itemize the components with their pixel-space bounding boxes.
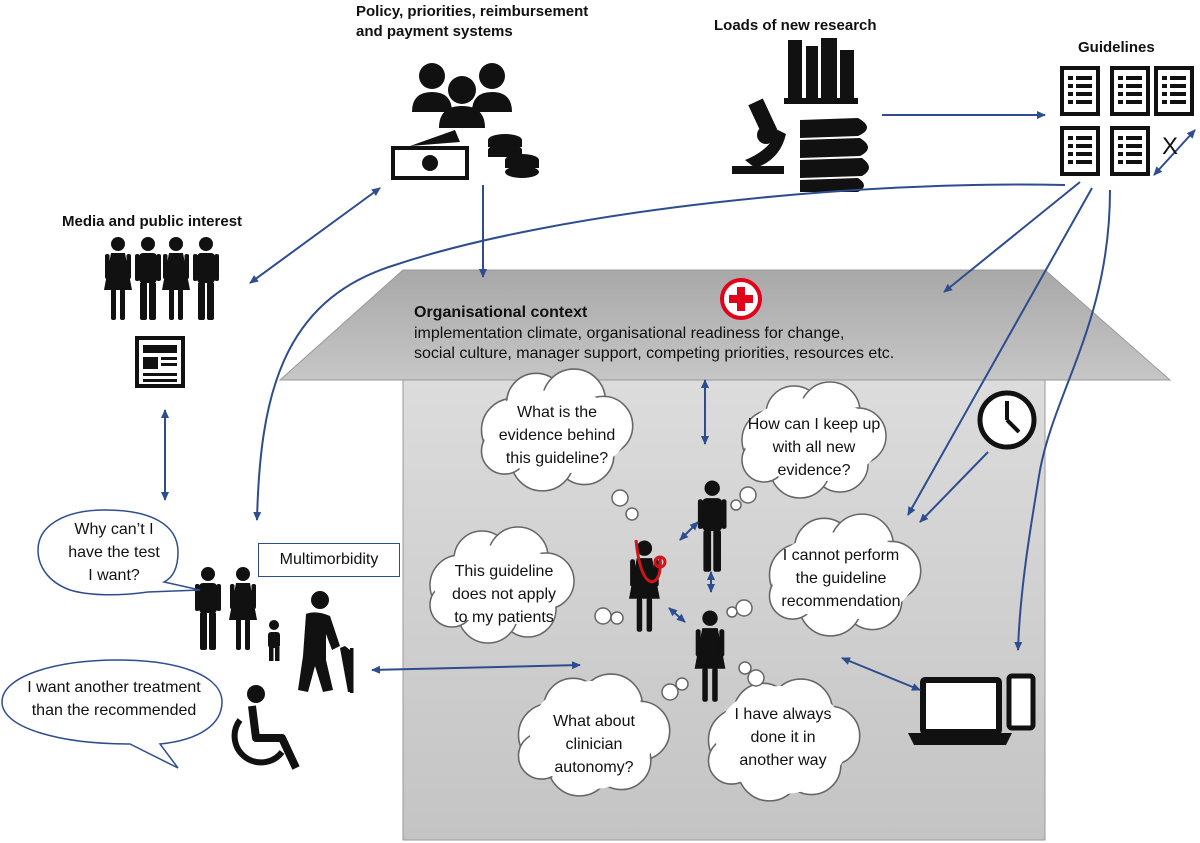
organisation-roof [278,269,1172,381]
research-label: Loads of new research [714,17,877,34]
thought-keep-up: How can I keep up with all new evidence? [744,413,884,482]
policy-label-line2: and payment systems [356,23,513,40]
thought-autonomy-line: autonomy? [554,759,634,776]
money-coins-icon [391,130,539,180]
speech-test-line: I want? [88,567,140,584]
phone-icon [1006,673,1036,731]
policy-label-line1: Policy, priorities, reimbursement [356,3,589,20]
relationship-arrows [161,111,1196,691]
books-icon [784,38,858,104]
thought-always-done-line: done it in [750,729,816,746]
thought-evidence: What is the evidence behind this guideli… [495,401,619,470]
thought-evidence-line: this guideline? [505,450,609,467]
speech-treatment-line: than the recommended [31,702,197,719]
speech-test-line: have the test [68,544,160,561]
thought-autonomy: What about clinician autonomy? [548,710,640,779]
speech-bubble-treatment [1,659,223,769]
thought-cannot-perform-line: the guideline [795,570,887,587]
people-group-icon [412,63,512,128]
thought-keep-up-line: How can I keep up [747,416,881,433]
multimorbidity-box: Multimorbidity [258,543,400,577]
clock-icon [977,390,1037,450]
laptop-icon [908,677,1012,745]
thought-cannot-perform-line: I cannot perform [782,547,900,564]
thought-evidence-line: evidence behind [498,427,616,444]
speech-treatment-line: I want another treatment [27,679,201,696]
guidelines-label: Guidelines [1078,39,1155,56]
family-crowd-icon [104,237,219,320]
thought-not-apply-line: This guideline [454,563,554,580]
thought-cannot-perform: I cannot perform the guideline recommend… [768,544,914,613]
thought-always-done-line: I have always [734,706,832,723]
thought-evidence-line: What is the [516,404,598,421]
thought-always-done-line: another way [739,752,827,769]
context-line-2: social culture, manager support, competi… [414,345,895,362]
speech-bubble-test [37,509,201,596]
thought-always-done: I have always done it in another way [728,703,838,772]
thought-not-apply-line: to my patients [454,609,554,626]
context-description: implementation climate, organisational r… [414,324,974,364]
thought-keep-up-line: with all new [772,439,856,456]
speech-test: Why can’t I have the test I want? [58,518,170,587]
thought-not-apply-line: does not apply [451,586,557,603]
book-stack-icon [800,118,869,192]
microscope-icon [732,98,786,174]
media-label: Media and public interest [62,213,243,230]
context-line-1: implementation climate, organisational r… [414,325,845,342]
speech-test-line: Why can’t I [74,521,154,538]
thought-autonomy-line: clinician [565,736,623,753]
guideline-x-mark: X [1162,133,1179,160]
speech-treatment: I want another treatment than the recomm… [8,676,220,722]
thought-cannot-perform-line: recommendation [781,593,901,610]
hospital-cross-icon [720,278,762,320]
wheelchair-icon [231,685,300,770]
elderly-person-icon [298,591,354,693]
thought-not-apply: This guideline does not apply to my pati… [444,560,564,629]
newspaper-icon [135,336,185,388]
family-icon [195,567,280,661]
context-title: Organisational context [414,304,588,321]
thought-autonomy-line: What about [553,713,635,730]
thought-keep-up-line: evidence? [777,462,851,479]
